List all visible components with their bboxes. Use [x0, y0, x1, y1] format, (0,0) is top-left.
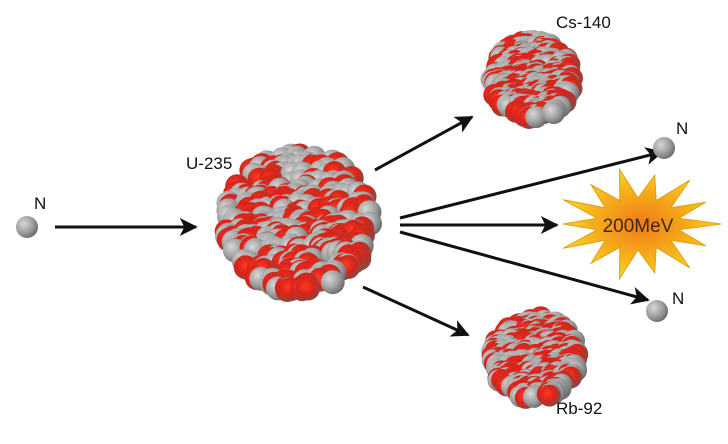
- rb92-nucleus: [481, 306, 589, 409]
- incoming-neutron-label: N: [34, 194, 46, 213]
- arrow-to-rb92: [362, 285, 470, 337]
- energy-burst-icon: [562, 167, 722, 281]
- proton: [538, 384, 561, 407]
- arrows: [55, 115, 664, 337]
- outgoing-neutron-2-label: N: [672, 289, 684, 308]
- u235-nucleus: [214, 143, 382, 302]
- outgoing-neutron-1: [653, 137, 675, 159]
- rb92-label: Rb-92: [556, 399, 602, 418]
- neutron: [525, 106, 548, 129]
- cs140-label: Cs-140: [556, 13, 611, 32]
- cs140-nucleus: [480, 30, 583, 129]
- neutron: [320, 270, 345, 295]
- u235-label: U-235: [186, 154, 232, 173]
- outgoing-neutron-2: [646, 300, 668, 322]
- neutron: [542, 102, 565, 125]
- arrow-to-cs140: [374, 115, 474, 172]
- arrow-to-neutron-1: [399, 147, 664, 220]
- incoming-neutron: [16, 216, 38, 238]
- energy-label: 200MeV: [603, 216, 674, 237]
- proton: [296, 276, 320, 301]
- outgoing-neutron-1-label: N: [676, 119, 688, 138]
- arrow-to-neutron-2: [399, 230, 650, 305]
